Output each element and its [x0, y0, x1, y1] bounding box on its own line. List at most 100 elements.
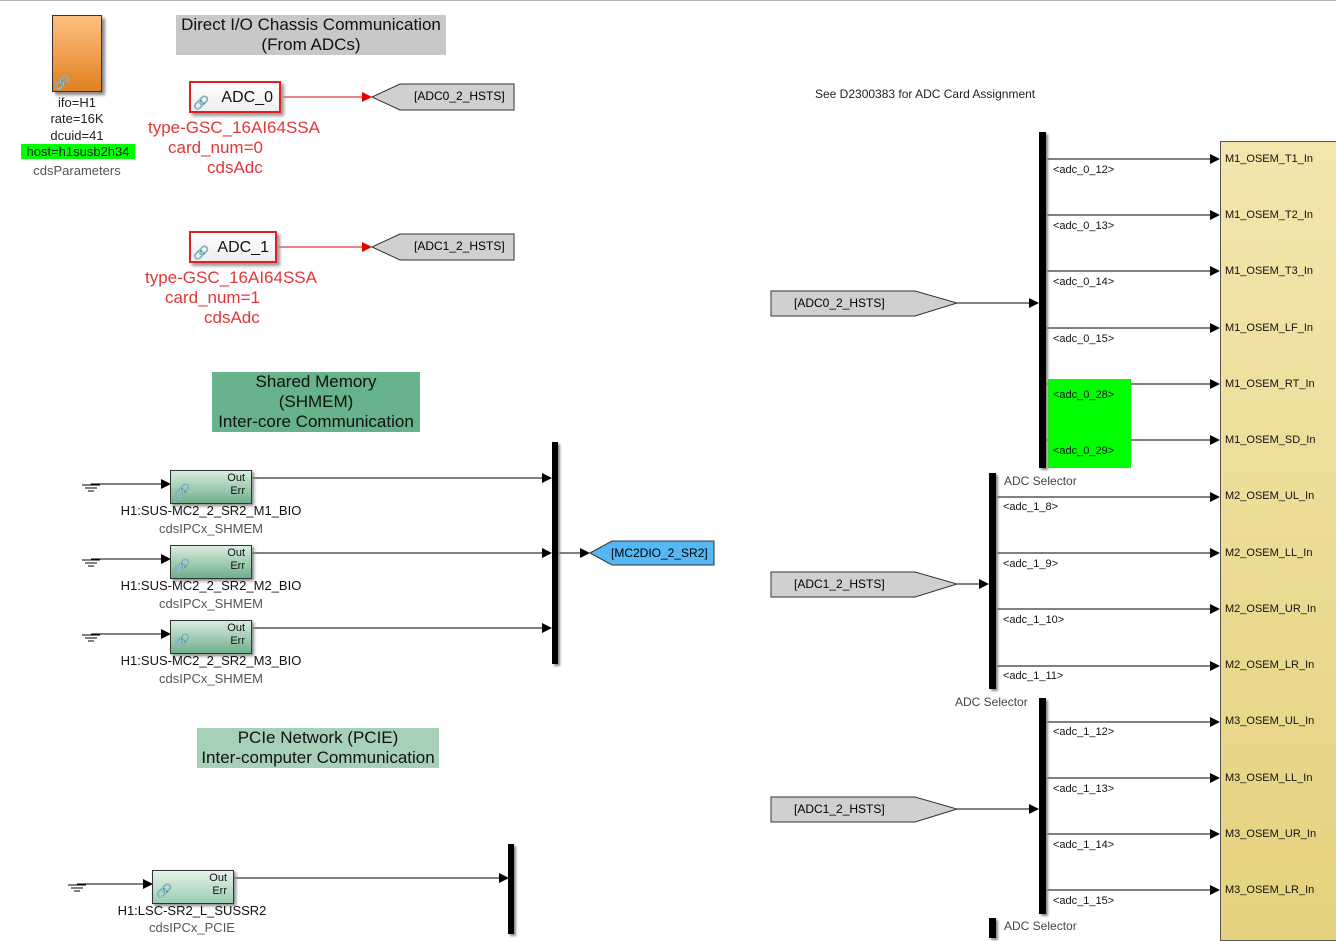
ipc-block-pcie[interactable]: 🔗 Out Err	[152, 870, 234, 904]
adc1-block[interactable]: 🔗 ADC_1	[189, 231, 277, 263]
annotation-line: (From ADCs)	[261, 35, 361, 54]
adc0-block[interactable]: 🔗 ADC_0	[189, 81, 281, 113]
ground-icon	[82, 634, 100, 642]
ipc-out-port: Out	[227, 547, 245, 559]
input-port-label: M1_OSEM_T1_In	[1225, 153, 1314, 165]
from-tag-adc1b-shape	[770, 796, 959, 823]
link-icon: 🔗	[193, 95, 210, 110]
signal-label: <adc_0_12>	[1053, 164, 1115, 176]
signal-label: <adc_1_13>	[1053, 783, 1115, 795]
input-port-label: M3_OSEM_UL_In	[1225, 715, 1315, 727]
adc0-lib: cdsAdc	[207, 158, 263, 177]
from-tag-adc0-shape	[770, 290, 959, 317]
signal-label: <adc_0_29>	[1053, 445, 1115, 457]
annotation-shmem: Shared Memory (SHMEM) Inter-core Communi…	[212, 372, 420, 432]
ipc-name-m2: H1:SUS-MC2_2_SR2_M2_BIO	[120, 578, 302, 593]
ipc-lib-m1: cdsIPCx_SHMEM	[158, 521, 264, 536]
signal-label: <adc_1_8>	[1003, 501, 1059, 513]
input-port-label: M3_OSEM_LR_In	[1225, 884, 1315, 896]
ipc-name-m3: H1:SUS-MC2_2_SR2_M3_BIO	[120, 653, 302, 668]
input-port-label: M2_OSEM_LR_In	[1225, 659, 1315, 671]
signal-label: <adc_1_14>	[1053, 839, 1115, 851]
param-dcuid: dcuid=41	[50, 128, 104, 143]
annotation-line: Direct I/O Chassis Communication	[181, 15, 441, 34]
param-host: host=h1susb2h34	[21, 144, 135, 159]
adc-selector-0[interactable]	[1039, 132, 1046, 468]
bus-creator-pcie[interactable]	[508, 844, 514, 934]
annotation-line: Inter-computer Communication	[201, 748, 435, 767]
link-icon: 🔗	[54, 75, 71, 90]
link-icon: 🔗	[174, 633, 191, 648]
goto-tag-mc2dio-shape	[588, 540, 715, 566]
signal-label: <adc_0_28>	[1053, 389, 1115, 401]
input-port-label: M1_OSEM_T2_In	[1225, 209, 1314, 221]
adc-selector-3[interactable]	[989, 918, 996, 938]
adc-selector-1[interactable]	[989, 473, 996, 689]
ipc-block-m1[interactable]: 🔗 Out Err	[170, 470, 252, 504]
adc-selector-1-label: ADC Selector	[955, 695, 1028, 709]
bus-creator-shmem[interactable]	[552, 442, 558, 664]
from-tag-adc0[interactable]: [ADC0_2_HSTS]	[794, 296, 885, 310]
input-port-label: M3_OSEM_LL_In	[1225, 772, 1313, 784]
ipc-name-m1: H1:SUS-MC2_2_SR2_M1_BIO	[120, 503, 302, 518]
input-port-label: M1_OSEM_LF_In	[1225, 322, 1314, 334]
param-rate: rate=16K	[50, 111, 104, 126]
link-icon: 🔗	[156, 883, 173, 898]
goto-tag-adc0[interactable]: [ADC0_2_HSTS]	[414, 89, 505, 103]
input-port-label: M1_OSEM_RT_In	[1225, 378, 1315, 390]
input-port-label: M2_OSEM_LL_In	[1225, 547, 1313, 559]
signal-label: <adc_0_14>	[1053, 276, 1115, 288]
from-tag-adc1-shape	[770, 571, 959, 598]
param-ifo: ifo=H1	[58, 95, 96, 110]
ipc-err-port: Err	[212, 885, 227, 897]
ipc-lib-m2: cdsIPCx_SHMEM	[158, 596, 264, 611]
annotation-pcie: PCIe Network (PCIE) Inter-computer Commu…	[197, 728, 439, 768]
cds-parameters-block[interactable]: 🔗	[52, 15, 102, 92]
ipc-err-port: Err	[230, 485, 245, 497]
input-port-label: M3_OSEM_UR_In	[1225, 828, 1317, 840]
ipc-err-port: Err	[230, 635, 245, 647]
goto-tag-adc1[interactable]: [ADC1_2_HSTS]	[414, 239, 505, 253]
link-icon: 🔗	[193, 245, 210, 260]
adc-selector-0-label: ADC Selector	[1004, 474, 1077, 488]
ipc-name-pcie: H1:LSC-SR2_L_SUSSR2	[117, 903, 267, 918]
signal-label: <adc_1_11>	[1003, 670, 1064, 682]
ipc-block-m3[interactable]: 🔗 Out Err	[170, 620, 252, 654]
adc0-label: ADC_0	[221, 89, 273, 106]
adc1-lib: cdsAdc	[204, 308, 260, 327]
cds-parameters-label: cdsParameters	[33, 163, 121, 178]
ground-icon	[82, 559, 100, 567]
adc0-type: type-GSC_16AI64SSA	[148, 118, 320, 137]
ipc-err-port: Err	[230, 560, 245, 572]
highlight-area	[1048, 379, 1131, 468]
ipc-block-m2[interactable]: 🔗 Out Err	[170, 545, 252, 579]
adc1-card: card_num=1	[165, 288, 260, 307]
from-tag-adc1[interactable]: [ADC1_2_HSTS]	[794, 577, 885, 591]
adc0-card: card_num=0	[168, 138, 263, 157]
ipc-lib-pcie: cdsIPCx_PCIE	[149, 920, 235, 935]
goto-tag-adc1-shape	[370, 233, 515, 261]
adc1-label: ADC_1	[217, 239, 269, 256]
ground-icon	[68, 884, 86, 892]
adc-selector-2[interactable]	[1039, 698, 1046, 914]
ground-icon	[82, 484, 100, 492]
input-port-label: M2_OSEM_UL_In	[1225, 490, 1315, 502]
signal-label: <adc_1_12>	[1053, 726, 1115, 738]
link-icon: 🔗	[174, 483, 191, 498]
input-port-label: M1_OSEM_T3_In	[1225, 265, 1314, 277]
osem-subsystem-block[interactable]	[1220, 141, 1336, 941]
adc1-type: type-GSC_16AI64SSA	[145, 268, 317, 287]
ipc-out-port: Out	[227, 472, 245, 484]
signal-label: <adc_1_15>	[1053, 895, 1115, 907]
param-host-text: host=h1susb2h34	[21, 144, 135, 159]
annotation-line: Inter-core Communication	[218, 412, 414, 431]
top-divider	[0, 0, 1336, 1]
signal-label: <adc_1_9>	[1003, 558, 1059, 570]
input-port-label: M2_OSEM_UR_In	[1225, 603, 1317, 615]
ipc-out-port: Out	[209, 872, 227, 884]
goto-tag-mc2dio[interactable]: [MC2DIO_2_SR2]	[611, 546, 708, 560]
from-tag-adc1-b[interactable]: [ADC1_2_HSTS]	[794, 802, 885, 816]
signal-label: <adc_0_13>	[1053, 220, 1115, 232]
input-port-label: M1_OSEM_SD_In	[1225, 434, 1316, 446]
annotation-line: Shared Memory (SHMEM)	[255, 372, 377, 411]
